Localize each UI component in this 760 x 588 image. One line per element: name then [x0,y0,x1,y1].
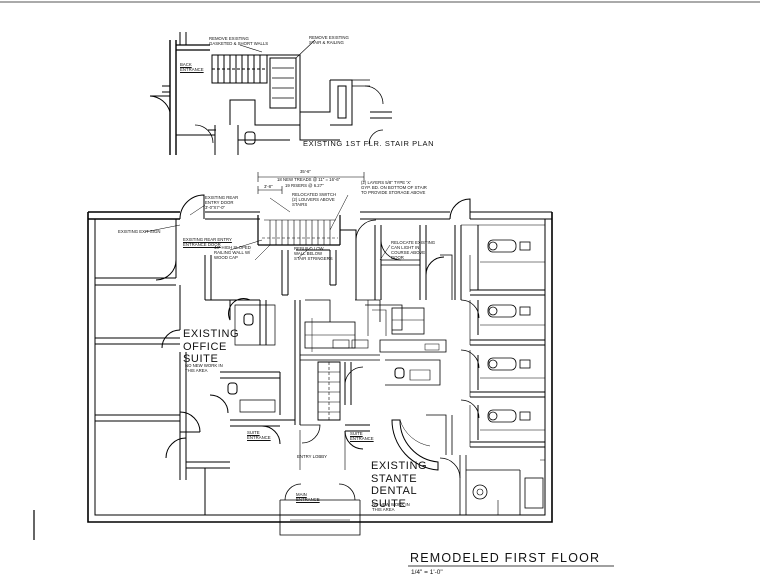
treads-dimension: 18 NEW TREADS @ 11" = 16'-6" [277,177,341,182]
suite-entrance-left-label: SUITE ENTRANCE [247,430,271,440]
stair-plan-drawing [149,32,392,155]
scale-label: 1/4" = 1'-0" [411,569,443,576]
relocated-switch-note: RELOCATED SWITCH (2) LOUVERS ABOVE STAIR… [292,192,337,207]
rebuild-wall-note: REBUILD LOW WALL BELOW STAIR STRINGERS [294,246,333,261]
main-floor-drawing [87,172,553,536]
main-title: REMODELED FIRST FLOOR [410,551,601,565]
dental-suite-label: EXISTING STANTE DENTAL SUITE [371,460,428,510]
width-dimension: 3'-8" [264,184,273,189]
stair-plan-title: EXISTING 1ST FLR. STAIR PLAN [303,139,435,148]
existing-rear-entry-door-note: EXISTING REAR ENTRY ENTRANCE DOOR [183,237,232,247]
sloped-railing-note: 44" HIGH SLOPED RAILING WALL W/ WOOD CAP [214,245,251,260]
relocate-light-note: RELOCATE EXISTING CAN LIGHT IN COURSE AB… [391,240,436,260]
gyp-layers-note: (2) LAYERS 5/8" TYPE 'X' GYP. BD. ON BOT… [361,180,427,195]
entry-lobby-label: ENTRY LOBBY [297,454,327,459]
dental-no-new-work-note: NO NEW WORK IN THIS AREA [372,502,410,512]
existing-exit-sign-note: EXISTING EXIT SIGN [118,229,161,234]
back-entrance-label: BACK ENTRANCE [180,62,204,72]
main-entrance-label: MAIN ENTRANCE [296,492,320,502]
remove-stair-note: REMOVE EXISTING STAIR & RAILING [309,35,349,45]
existing-rear-entry-note: EXISTING REAR ENTRY DOOR 3'-0"x7'-0" [205,195,239,210]
remove-gaskets-note: REMOVE EXISTING GASKETED & SHORT WALLS [209,36,269,46]
overall-dimension: 35'-6" [300,169,311,174]
suite-entrance-right-label: SUITE ENTRANCE [350,431,374,441]
office-no-new-work-note: NO NEW WORK IN THIS AREA [185,363,223,373]
office-suite-label: EXISTING OFFICE SUITE [183,328,240,366]
risers-dimension: 19 RISERS @ 6.27" [285,183,324,188]
